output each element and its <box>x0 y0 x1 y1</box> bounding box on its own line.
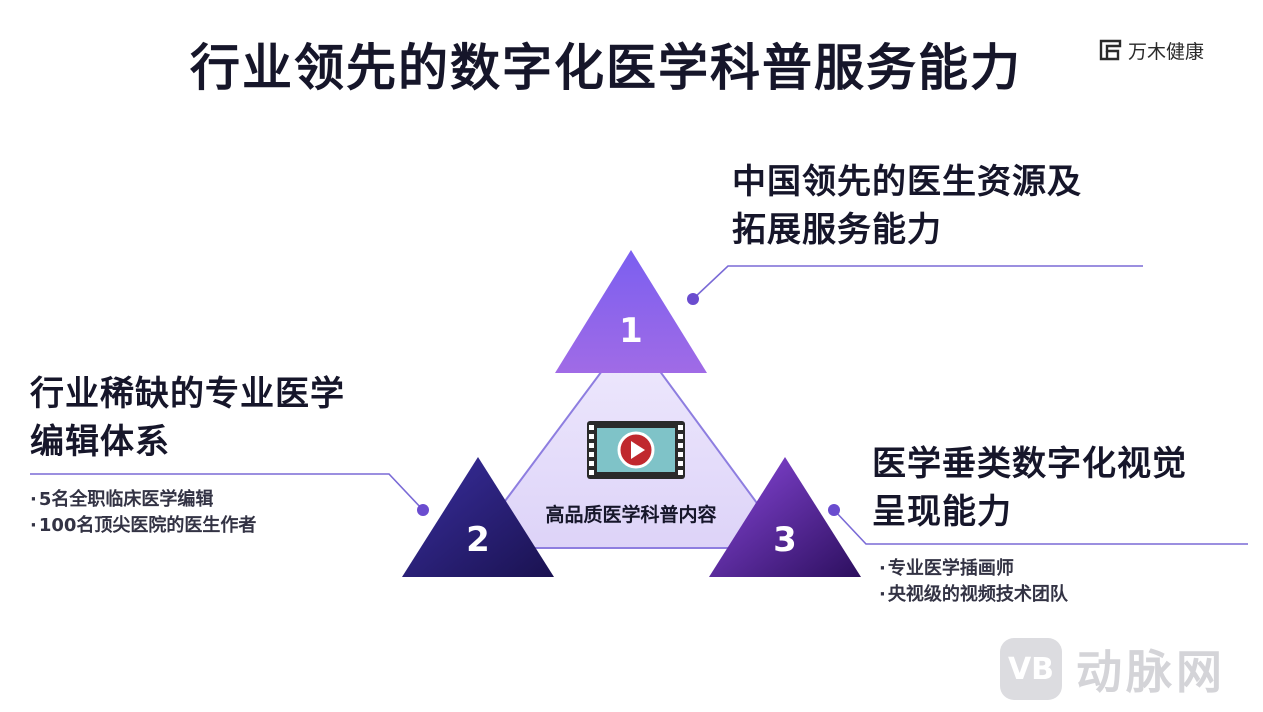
list-item: 100名顶尖医院的医生作者 <box>30 513 257 539</box>
watermark-text: 动脉网 <box>1076 645 1226 699</box>
watermark-logo-icon: VB <box>1000 638 1062 700</box>
connector-dot-1 <box>687 293 699 305</box>
connector-line-1 <box>692 265 1143 300</box>
list-item: 央视级的视频技术团队 <box>879 582 1068 608</box>
logo-text: 万木健康 <box>1128 40 1205 63</box>
center-label: 高品质医学科普内容 <box>545 504 717 526</box>
brand-logo: 万木健康 <box>1098 36 1204 64</box>
video-play-icon <box>587 421 685 479</box>
triangle-2 <box>402 457 554 577</box>
triangle-1 <box>555 250 707 373</box>
triangle-3 <box>709 457 861 577</box>
item-1-heading-line2: 拓展服务能力 <box>732 210 942 250</box>
item-1-heading-line1: 中国领先的医生资源及 <box>732 162 1082 202</box>
item-3-heading-line1: 医学垂类数字化视觉 <box>872 444 1187 484</box>
list-item: 专业医学插画师 <box>879 556 1068 582</box>
item-1-heading: 中国领先的医生资源及 拓展服务能力 <box>732 158 1192 254</box>
item-3-bullets: 专业医学插画师 央视级的视频技术团队 <box>879 556 1068 608</box>
item-3-heading: 医学垂类数字化视觉 呈现能力 <box>872 440 1262 536</box>
connector-line-2 <box>30 473 424 511</box>
watermark: VB 动脉网 <box>1000 636 1226 702</box>
connector-dot-3 <box>828 504 840 516</box>
item-2-bullets: 5名全职临床医学编辑 100名顶尖医院的医生作者 <box>30 487 257 539</box>
item-2-heading-line1: 行业稀缺的专业医学 <box>30 374 345 414</box>
triangle-1-number: 1 <box>619 311 643 351</box>
triangle-2-number: 2 <box>466 520 490 560</box>
item-3-heading-line2: 呈现能力 <box>872 492 1012 532</box>
connector-line-3 <box>833 509 1248 545</box>
item-2-heading: 行业稀缺的专业医学 编辑体系 <box>30 370 450 466</box>
list-item: 5名全职临床医学编辑 <box>30 487 256 513</box>
connector-dot-2 <box>417 504 429 516</box>
page-title: 行业领先的数字化医学科普服务能力 <box>190 39 1022 97</box>
logo-mark-icon <box>1099 39 1122 61</box>
item-2-heading-line2: 编辑体系 <box>30 422 170 462</box>
triangle-3-number: 3 <box>773 520 797 560</box>
